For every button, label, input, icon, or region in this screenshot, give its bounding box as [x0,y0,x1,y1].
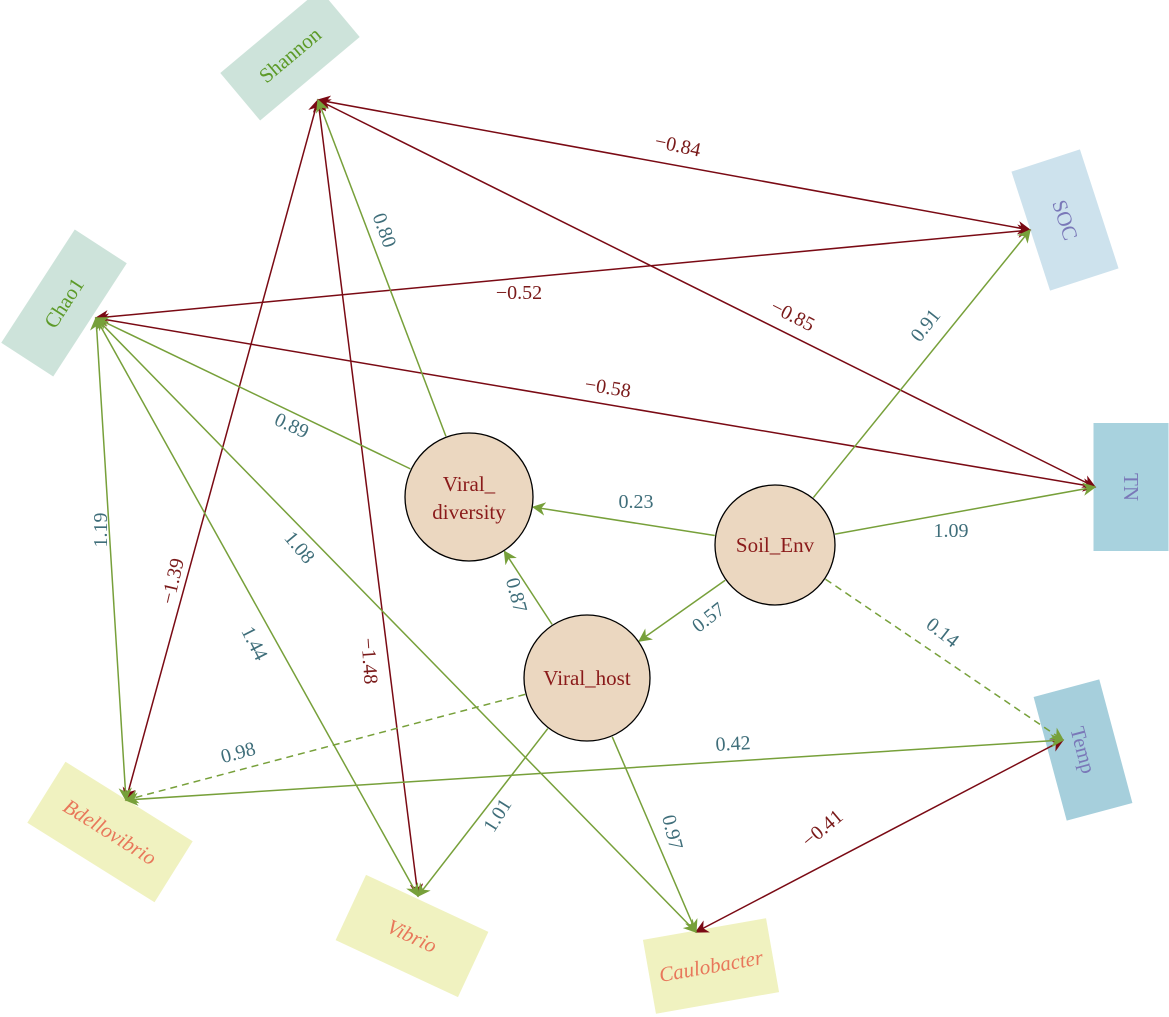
edge-label-shannon-bdellovibrio: −1.39 [157,556,189,606]
edge-viral_host-vibrio [417,728,549,898]
latent-viral_diversity-label-line2: diversity [432,500,506,524]
node-temp: Temp [1033,679,1133,821]
node-soc: SOC [1011,149,1119,291]
node-caulobacter: Caulobacter [642,918,780,1014]
edge-label-shannon-vibrio: −1.48 [356,637,381,685]
node-tn: TN [1093,423,1169,551]
edge-label-viral_diversity-chao1: 0.89 [271,409,312,444]
edge-vibrio-chao1 [95,316,419,898]
edge-soil_env-soc [812,228,1031,499]
edge-label-soil_env-viral_host: 0.57 [688,598,729,637]
latent-viral_diversity-circle [404,432,534,562]
edge-viral_diversity-shannon [316,98,447,437]
latent-viral_host-circle [523,614,651,742]
edge-label-viral_host-viral_diversity: 0.87 [501,576,531,616]
edge-label-viral_host-caulobacter: 0.97 [657,813,687,852]
edge-label-vibrio-chao1: 1.44 [236,623,271,664]
edge-label-chao1-soc: −0.52 [496,282,542,304]
latent-soil_env-label: Soil_Env [736,533,815,557]
node-tn-box [1093,423,1169,551]
edge-label-shannon-soc: −0.84 [653,130,703,161]
edge-label-chao1-tn: −0.58 [583,374,632,403]
latent-viral_diversity: Viral_ diversity [404,432,534,562]
edge-chao1-tn [94,313,1097,492]
node-caulobacter-box [642,918,780,1014]
edge-label-soil_env-tn: 1.09 [934,520,969,542]
edge-label-soil_env-soc: 0.91 [906,305,945,346]
node-bdellovibrio: Bdellovibrio [27,761,193,903]
edge-viral_host-bdellovibrio [124,693,526,804]
edge-chao1-soc [94,224,1032,324]
node-vibrio: Vibrio [335,874,489,998]
edge-bdellovibrio-chao1 [90,316,132,802]
edge-soil_env-temp [825,578,1065,741]
edge-viral_diversity-chao1 [94,317,411,470]
node-chao1: Chao1 [1,229,127,377]
edge-label-viral_host-bdellovibrio: 0.98 [219,738,259,768]
edge-label-temp-caulobacter: −0.41 [798,805,848,852]
edge-bdellovibrio-temp [124,734,1065,806]
latent-soil_env: Soil_Env [714,484,836,606]
edge-caulobacter-chao1 [95,317,697,933]
node-shannon-box [220,0,360,121]
edge-label-soil_env-temp: 0.14 [922,613,963,652]
edge-label-viral_host-vibrio: 1.01 [479,795,516,836]
edge-shannon-vibrio [312,98,424,898]
latent-viral_host-label: Viral_host [543,666,631,690]
edge-label-bdellovibrio-temp: 0.42 [715,732,751,756]
edge-soil_env-tn [834,482,1097,535]
edge-label-caulobacter-chao1: 1.08 [280,527,319,568]
node-shannon: Shannon [220,0,360,121]
latent-soil_env-circle [714,484,836,606]
edge-label-bdellovibrio-chao1: 1.19 [90,513,112,548]
edge-label-shannon-tn: −0.85 [767,296,818,337]
latent-viral_diversity-label-line1: Viral_ [443,472,496,496]
edge-shannon-soc [316,95,1032,235]
edge-label-soil_env-viral_diversity: 0.23 [619,491,654,513]
edge-temp-caulobacter [694,739,1065,933]
edge-shannon-bdellovibrio [122,98,322,802]
node-tn-label: TN [1119,473,1143,501]
latent-viral_host: Viral_host [523,614,651,742]
